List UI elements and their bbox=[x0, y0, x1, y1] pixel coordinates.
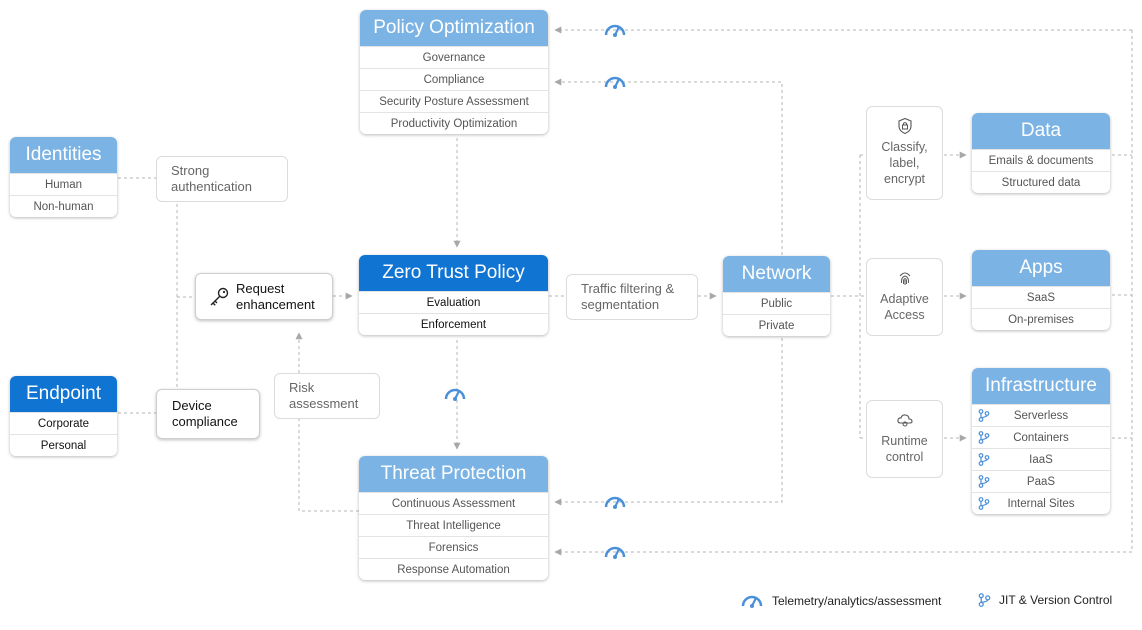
fingerprint-icon bbox=[899, 272, 910, 285]
policy-optimization-card[interactable]: Policy Optimization Governance Complianc… bbox=[360, 10, 548, 134]
list-item: Evaluation bbox=[359, 291, 548, 313]
identities-card[interactable]: Identities Human Non-human bbox=[10, 137, 117, 217]
telemetry-gauge-icon bbox=[604, 496, 626, 509]
card-title: Data bbox=[972, 113, 1110, 149]
jit-branch-icon bbox=[978, 475, 990, 488]
list-item: Productivity Optimization bbox=[360, 112, 548, 134]
list-item-label: IaaS bbox=[1029, 453, 1053, 466]
card-title: Apps bbox=[972, 250, 1110, 286]
card-title: Threat Protection bbox=[359, 456, 548, 492]
box-label: Risk assessment bbox=[289, 380, 359, 411]
list-item-label: Internal Sites bbox=[1007, 497, 1075, 510]
list-item: Serverless bbox=[972, 404, 1110, 426]
classify-label-encrypt-box[interactable]: Classify, label, encrypt bbox=[866, 106, 943, 200]
card-title: Endpoint bbox=[10, 376, 117, 412]
zero-trust-policy-card[interactable]: Zero Trust Policy Evaluation Enforcement bbox=[359, 255, 548, 335]
list-item: Enforcement bbox=[359, 313, 548, 335]
list-item: Threat Intelligence bbox=[359, 514, 548, 536]
infrastructure-card[interactable]: Infrastructure Serverless Containers Iaa… bbox=[972, 368, 1110, 514]
list-item: Corporate bbox=[10, 412, 117, 434]
box-label: Traffic filtering & segmentation bbox=[581, 281, 675, 312]
request-enhancement-box[interactable]: Request enhancement bbox=[195, 273, 333, 320]
list-item-label: Serverless bbox=[1013, 409, 1069, 422]
jit-branch-icon bbox=[978, 593, 991, 607]
box-label: Classify, label, encrypt bbox=[881, 140, 928, 186]
telemetry-gauge-icon bbox=[604, 546, 626, 559]
list-item: Human bbox=[10, 173, 117, 195]
network-card[interactable]: Network Public Private bbox=[723, 256, 830, 336]
card-title: Identities bbox=[10, 137, 117, 173]
list-item: On-premises bbox=[972, 308, 1110, 330]
box-label: Runtime control bbox=[881, 434, 928, 464]
list-item: Continuous Assessment bbox=[359, 492, 548, 514]
telemetry-gauge-icon bbox=[741, 595, 763, 608]
risk-assessment-box[interactable]: Risk assessment bbox=[274, 373, 380, 419]
legend-telemetry: Telemetry/analytics/assessment bbox=[740, 593, 941, 609]
list-item: SaaS bbox=[972, 286, 1110, 308]
card-title: Zero Trust Policy bbox=[359, 255, 548, 291]
jit-branch-icon bbox=[978, 431, 990, 444]
list-item: Forensics bbox=[359, 536, 548, 558]
threat-protection-card[interactable]: Threat Protection Continuous Assessment … bbox=[359, 456, 548, 580]
jit-branch-icon bbox=[978, 409, 990, 422]
card-title: Network bbox=[723, 256, 830, 292]
shield-lock-icon bbox=[897, 117, 912, 135]
card-title: Policy Optimization bbox=[360, 10, 548, 46]
jit-branch-icon bbox=[978, 497, 990, 510]
list-item: Non-human bbox=[10, 195, 117, 217]
adaptive-access-box[interactable]: Adaptive Access bbox=[866, 258, 943, 336]
apps-card[interactable]: Apps SaaS On-premises bbox=[972, 250, 1110, 330]
device-compliance-box[interactable]: Device compliance bbox=[156, 389, 260, 439]
list-item: Internal Sites bbox=[972, 492, 1110, 514]
list-item: Structured data bbox=[972, 171, 1110, 193]
list-item: Compliance bbox=[360, 68, 548, 90]
list-item: Security Posture Assessment bbox=[360, 90, 548, 112]
box-label: Adaptive Access bbox=[880, 292, 929, 322]
telemetry-gauge-icon bbox=[604, 24, 626, 37]
legend-label: Telemetry/analytics/assessment bbox=[772, 594, 942, 608]
box-label: Strong authentication bbox=[171, 163, 252, 194]
key-icon bbox=[210, 287, 229, 306]
list-item: Personal bbox=[10, 434, 117, 456]
list-item-label: PaaS bbox=[1026, 475, 1056, 488]
list-item: Emails & documents bbox=[972, 149, 1110, 171]
traffic-filtering-box[interactable]: Traffic filtering & segmentation bbox=[566, 274, 698, 320]
jit-branch-icon bbox=[978, 453, 990, 466]
card-title: Infrastructure bbox=[972, 368, 1110, 404]
legend-label: JIT & Version Control bbox=[999, 593, 1113, 607]
list-item: PaaS bbox=[972, 470, 1110, 492]
list-item: Response Automation bbox=[359, 558, 548, 580]
list-item: Public bbox=[723, 292, 830, 314]
list-item: Governance bbox=[360, 46, 548, 68]
strong-authentication-box[interactable]: Strong authentication bbox=[156, 156, 288, 202]
list-item-label: Containers bbox=[1013, 431, 1069, 444]
cloud-gear-icon bbox=[896, 414, 913, 427]
endpoint-card[interactable]: Endpoint Corporate Personal bbox=[10, 376, 117, 456]
telemetry-gauge-icon bbox=[604, 76, 626, 89]
legend-jit: JIT & Version Control bbox=[978, 592, 1112, 608]
box-label: Request enhancement bbox=[236, 280, 315, 312]
list-item: IaaS bbox=[972, 448, 1110, 470]
data-card[interactable]: Data Emails & documents Structured data bbox=[972, 113, 1110, 193]
list-item: Containers bbox=[972, 426, 1110, 448]
runtime-control-box[interactable]: Runtime control bbox=[866, 400, 943, 478]
list-item: Private bbox=[723, 314, 830, 336]
box-label: Device compliance bbox=[172, 398, 238, 429]
telemetry-gauge-icon bbox=[444, 388, 466, 401]
